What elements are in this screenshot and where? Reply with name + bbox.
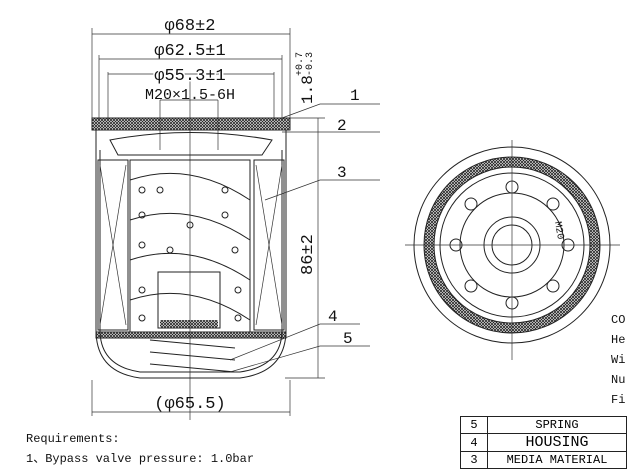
gasket-outer-dim: φ62.5±1 — [154, 42, 225, 61]
side-label: Nu — [611, 373, 626, 387]
gasket-thickness-dim: 1.8 — [299, 75, 317, 104]
balloon-1: 1 — [350, 87, 360, 105]
part-name: HOUSING — [486, 433, 627, 452]
gasket-tol-lower: -0.3 — [305, 52, 316, 76]
outer-diameter-dim: φ68±2 — [164, 17, 215, 36]
leader-lines — [229, 103, 380, 373]
height-dim: 86±2 — [299, 234, 318, 275]
filter-front-view — [405, 140, 620, 360]
requirements-title: Requirements: — [26, 432, 120, 446]
dimension-lines — [91, 28, 325, 420]
part-name: MEDIA MATERIAL — [486, 451, 627, 469]
balloon-3: 3 — [337, 164, 347, 182]
part-name: SPRING — [486, 416, 627, 434]
requirement-item: 1、Bypass valve pressure: 1.0bar — [26, 452, 255, 466]
m20-label: M20 — [551, 221, 565, 241]
gasket-tol-upper: +0.7 — [295, 52, 306, 76]
side-label: He — [611, 333, 626, 347]
side-label: Fi — [611, 393, 626, 407]
side-label: Wi — [611, 353, 626, 367]
side-label: CO — [611, 313, 626, 327]
side-labels: CO He Wi Nu Fi — [611, 310, 625, 410]
part-number: 5 — [460, 416, 488, 434]
balloon-4: 4 — [328, 308, 338, 326]
balloon-2: 2 — [337, 117, 347, 135]
part-number: 3 — [460, 451, 488, 469]
filter-section-view — [91, 117, 291, 379]
base-diameter-dim: (φ65.5) — [154, 395, 225, 414]
part-number: 4 — [460, 433, 488, 452]
balloon-5: 5 — [343, 330, 353, 348]
thread-dim: M20×1.5-6H — [145, 87, 235, 104]
gasket-inner-dim: φ55.3±1 — [154, 67, 225, 86]
